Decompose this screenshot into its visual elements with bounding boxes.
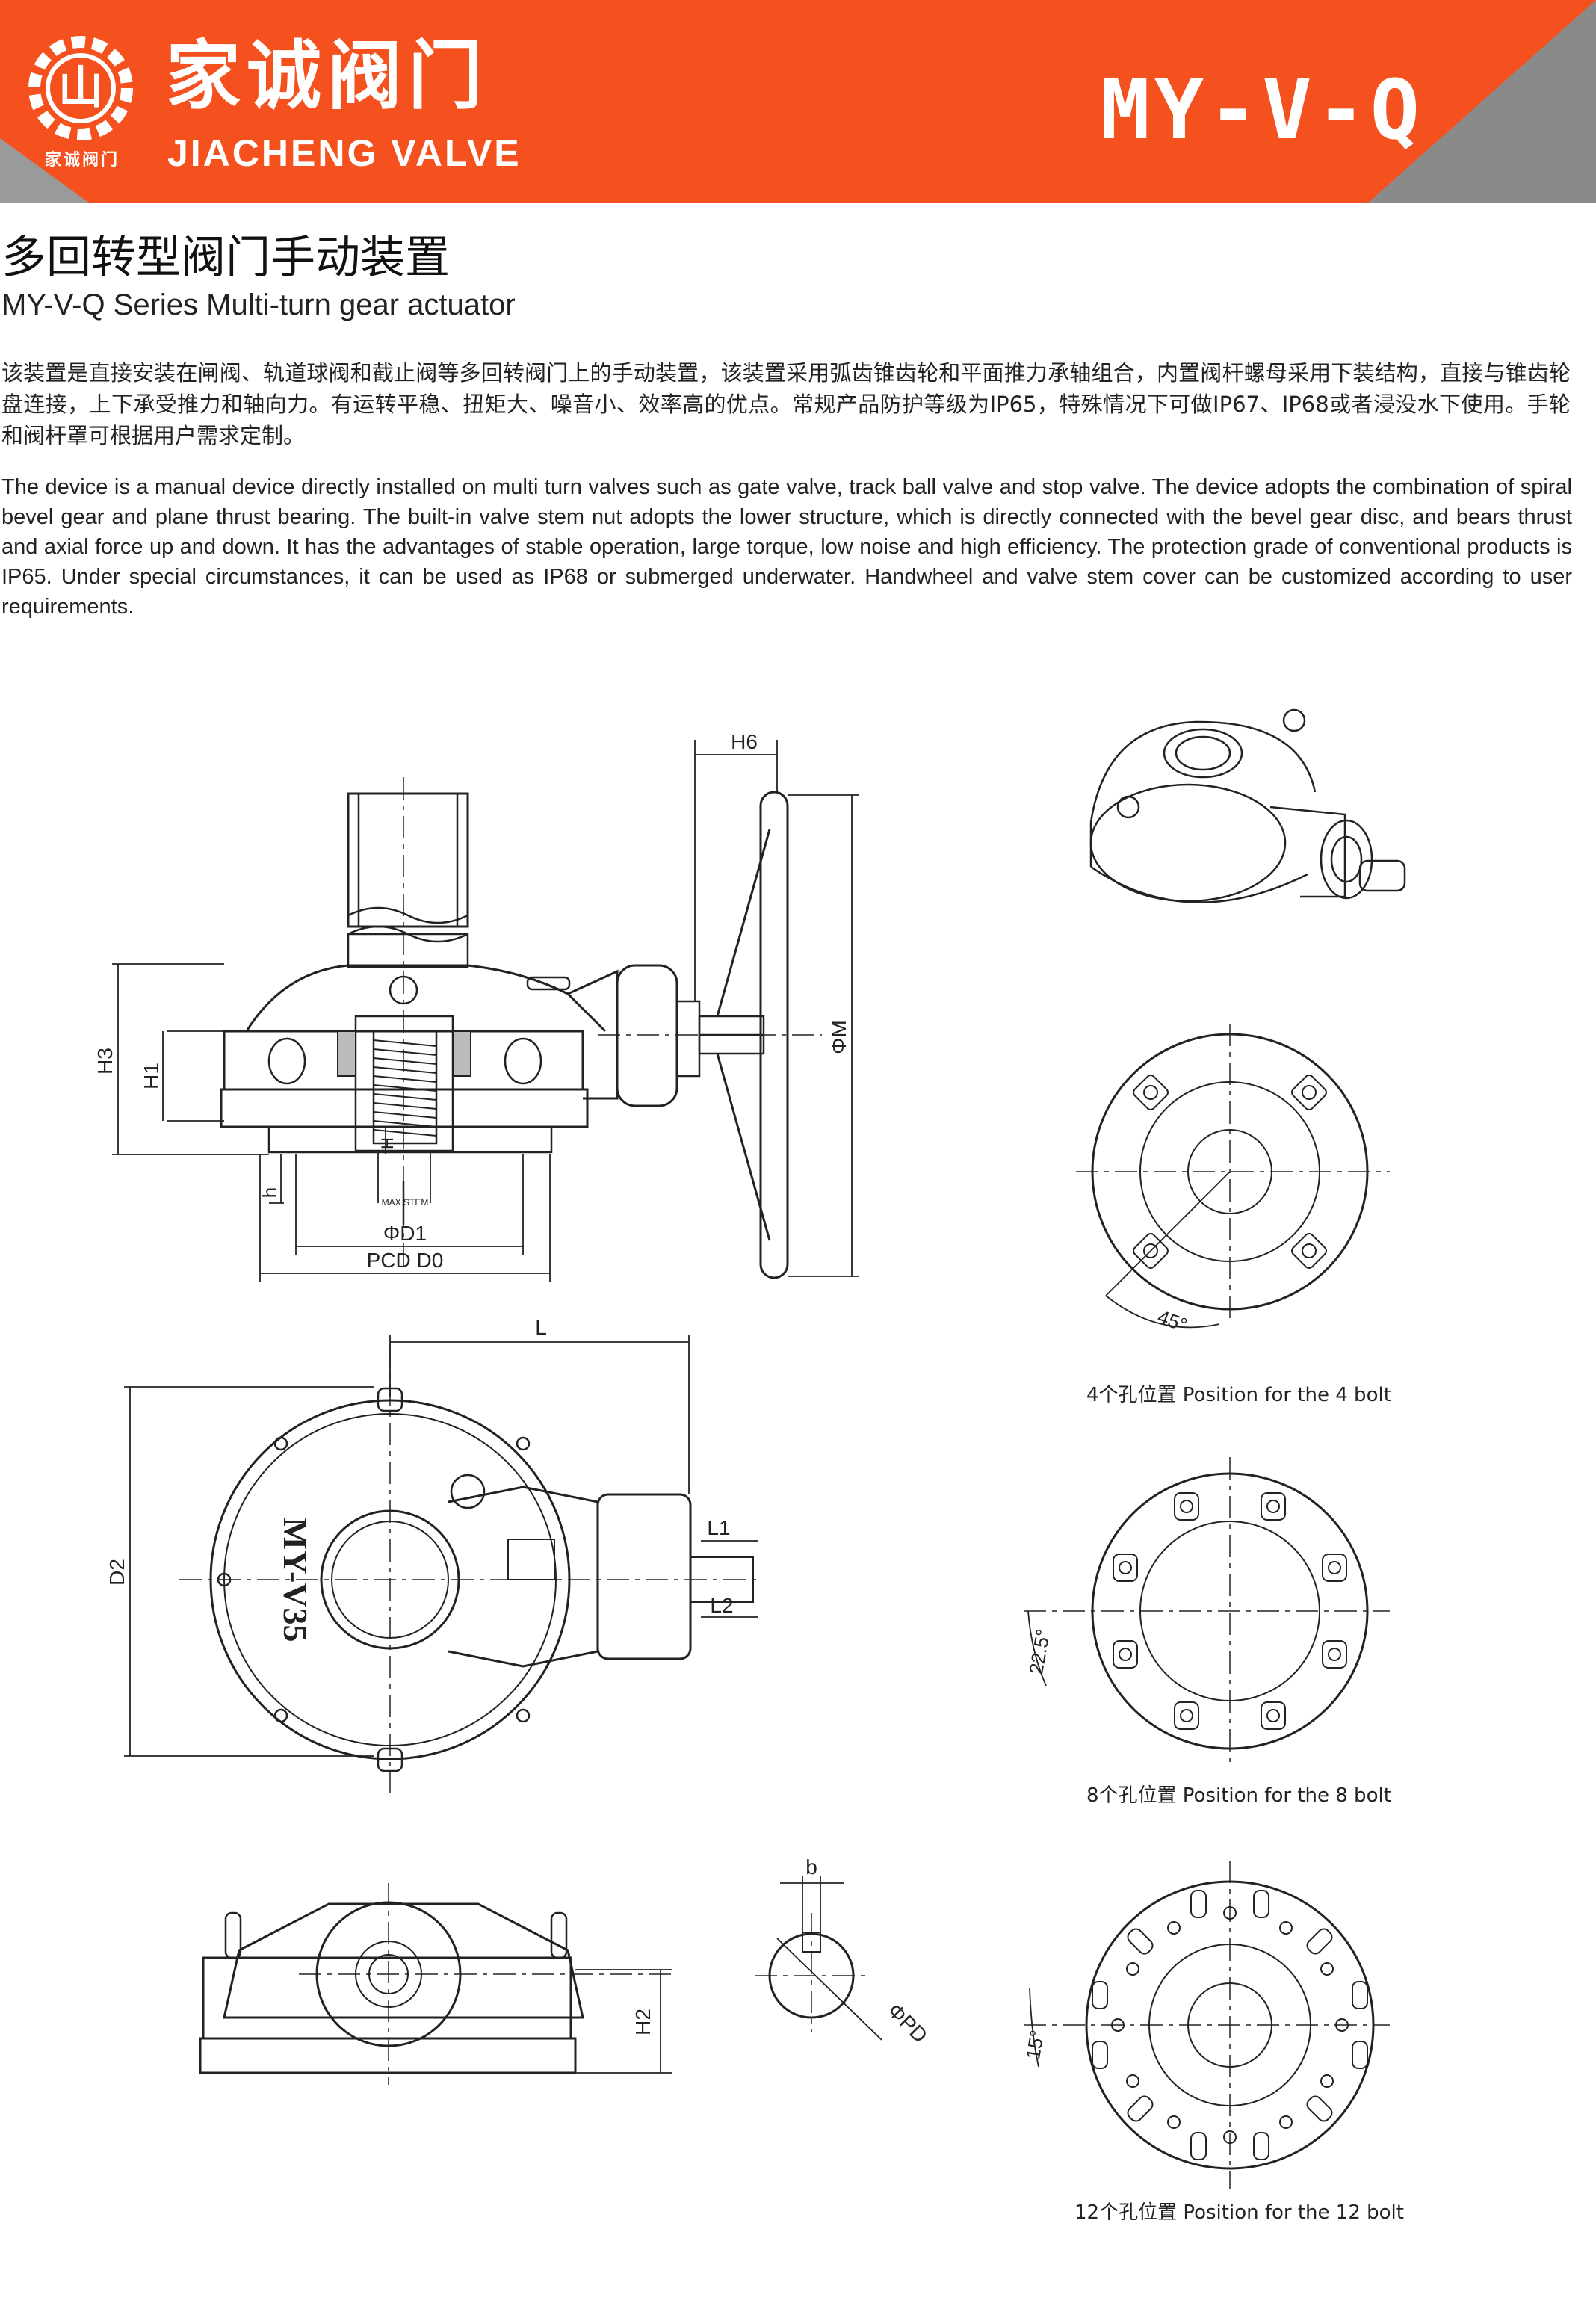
description-en: The device is a manual device directly i… — [1, 475, 1572, 619]
brand-name-small: 家诚阀门 — [45, 151, 120, 170]
angle-45-label: 45° — [1154, 1305, 1190, 1337]
header-gray-corner-left — [0, 138, 90, 203]
max-stem-label: MAX.STEM — [382, 1197, 429, 1208]
dim-l1-label: L1 — [707, 1516, 730, 1539]
body-marking: MY-V35 — [276, 1518, 315, 1642]
dim-m-label: ΦM — [827, 1020, 850, 1054]
bolt-pattern-8 — [1024, 1457, 1390, 1763]
front-view-dimensions — [112, 740, 859, 1282]
dim-h6-label: H6 — [731, 730, 758, 753]
caption-bolt-8: 8个孔位置 Position for the 8 bolt — [1086, 1784, 1391, 1807]
dim-l2-label: L2 — [710, 1594, 733, 1617]
page-title-cn: 多回转型阀门手动装置 — [1, 232, 450, 284]
dim-h3-label: H3 — [93, 1048, 117, 1075]
brand-name-en: JIACHENG VALVE — [167, 132, 522, 174]
model-code: MY-V-Q — [1100, 62, 1424, 158]
caption-bolt-4: 4个孔位置 Position for the 4 bolt — [1086, 1384, 1391, 1406]
caption-bolt-12: 12个孔位置 Position for the 12 bolt — [1074, 2201, 1404, 2224]
dim-pcd-label: PCD D0 — [367, 1249, 444, 1272]
top-view — [179, 1345, 762, 1793]
angle-15-label: 15° — [1021, 2028, 1048, 2061]
brand-name-cn: 家诚阀门 — [166, 32, 489, 120]
isometric-view — [1089, 708, 1406, 903]
front-section-view — [220, 777, 822, 1279]
dim-h-inner-label: H — [378, 1137, 397, 1149]
thread-lines — [373, 1039, 437, 1137]
dim-l-label: L — [535, 1316, 547, 1339]
header-banner: 山 家诚阀门 JIACHENG VALVE 家诚阀门 MY-V-Q — [0, 0, 1596, 203]
dim-h1-label: H1 — [140, 1063, 163, 1089]
side-view — [199, 1883, 672, 2085]
angle-22-label: 22.5° — [1024, 1627, 1054, 1676]
logo-icon: 山 — [28, 36, 133, 140]
header-background: 山 — [0, 0, 1596, 203]
dim-b-label: b — [805, 1855, 817, 1879]
header-accent-bg — [0, 0, 1596, 203]
dim-h-small-label: h — [259, 1187, 281, 1198]
dim-d2-label: D2 — [105, 1559, 129, 1586]
dim-h2-label: H2 — [631, 2009, 655, 2035]
description-cn: 该装置是直接安装在闸阀、轨道球阀和截止阀等多回转阀门上的手动装置，该装置采用弧齿… — [1, 360, 1571, 448]
header-gray-corner-right — [1367, 0, 1596, 203]
top-view-dimensions — [124, 1335, 758, 1757]
bolt-pattern-12 — [1024, 1861, 1390, 2189]
side-view-dimensions — [575, 1969, 672, 2074]
bolt-pattern-4 — [1076, 1024, 1390, 1329]
svg-text:山: 山 — [58, 62, 103, 114]
dim-d1-label: ΦD1 — [383, 1222, 427, 1245]
keyway-section — [755, 1876, 882, 2041]
dim-pd-label: ΦPD — [883, 1999, 932, 2047]
page-title-en: MY-V-Q Series Multi-turn gear actuator — [1, 288, 516, 321]
